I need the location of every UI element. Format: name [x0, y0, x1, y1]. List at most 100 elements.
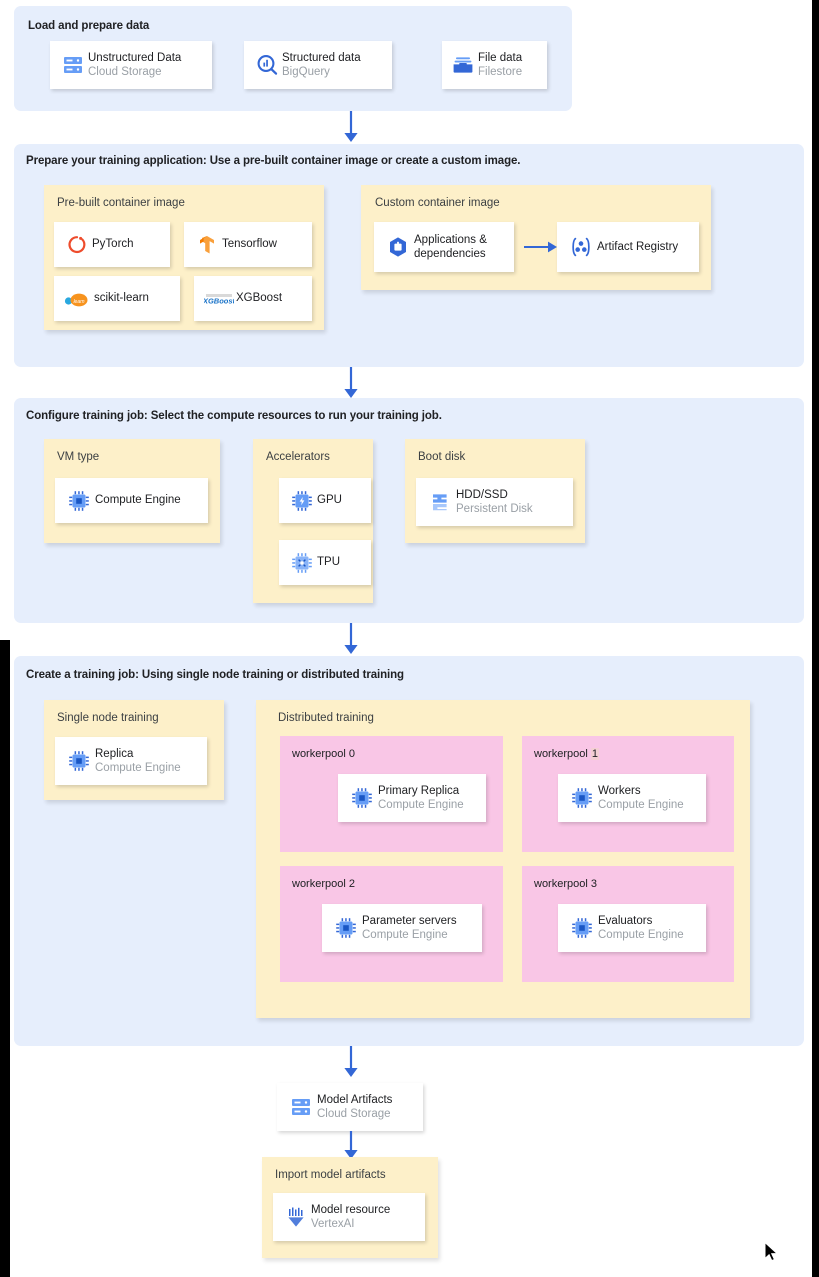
pool-label-prefix: workerpool: [534, 748, 588, 760]
tile-structured-data[interactable]: Structured data BigQuery: [244, 41, 392, 89]
tpu-icon: [287, 551, 317, 575]
cloud-storage-icon: [58, 54, 88, 76]
tile-title: PyTorch: [92, 238, 134, 251]
group-boot-disk: Boot disk HDD/SSD Persistent Disk: [405, 439, 585, 543]
svg-text:XGBoost: XGBoost: [204, 296, 234, 305]
tile-scikit-learn[interactable]: learn scikit-learn: [54, 276, 180, 321]
stage-create-training-job: Create a training job: Using single node…: [14, 656, 804, 1046]
pool-label-prefix: workerpool: [292, 878, 346, 890]
group-label: Boot disk: [418, 451, 466, 463]
group-label: Accelerators: [266, 451, 330, 463]
left-black-band: [0, 640, 10, 1277]
tensorflow-icon: [192, 234, 222, 256]
tile-title: GPU: [317, 494, 342, 507]
tile-tensorflow[interactable]: Tensorflow: [184, 222, 312, 267]
pool-label: workerpool 3: [534, 878, 597, 890]
pool-label-index: 2: [348, 878, 355, 890]
tile-file-data[interactable]: File data Filestore: [442, 41, 547, 89]
pool-label-prefix: workerpool: [534, 878, 588, 890]
tile-parameter-servers[interactable]: Parameter servers Compute Engine: [322, 904, 490, 960]
tile-title: File data: [478, 51, 523, 64]
pool-label-index: 1: [590, 748, 599, 760]
filestore-icon: [448, 54, 478, 76]
xgboost-icon: XGBoost: [202, 290, 236, 308]
group-import-model-artifacts: Import model artifacts Model resource Ve…: [262, 1157, 438, 1258]
tile-subtitle: Filestore: [478, 66, 523, 78]
stage-title: Configure training job: Select the compu…: [26, 410, 442, 422]
group-label: Pre-built container image: [57, 197, 185, 209]
cloud-storage-icon: [285, 1096, 317, 1118]
tile-subtitle: Compute Engine: [598, 929, 684, 941]
tile-subtitle: Compute Engine: [598, 799, 684, 811]
tile-subtitle: Cloud Storage: [317, 1108, 391, 1120]
artifact-registry-icon: [565, 235, 597, 259]
compute-engine-icon: [346, 786, 378, 810]
tile-model-resource[interactable]: Model resource VertexAI: [273, 1193, 425, 1241]
tile-gpu[interactable]: GPU: [279, 478, 371, 523]
tile-workers[interactable]: Workers Compute Engine: [558, 774, 714, 830]
compute-engine-icon: [63, 489, 95, 513]
tile-replica[interactable]: Replica Compute Engine: [55, 737, 207, 785]
mouse-cursor: [764, 1241, 780, 1264]
tile-model-artifacts[interactable]: Model Artifacts Cloud Storage: [277, 1083, 423, 1131]
tile-pytorch[interactable]: PyTorch: [54, 222, 170, 267]
tile-artifact-registry[interactable]: Artifact Registry: [557, 222, 699, 272]
tile-title: Applications & dependencies: [414, 233, 487, 260]
tile-tpu[interactable]: TPU: [279, 540, 371, 585]
persistent-disk-icon: [424, 490, 456, 514]
pool-workerpool-0: workerpool 0: [280, 736, 503, 852]
tile-subtitle: BigQuery: [282, 66, 330, 78]
stage-load-and-prepare-data: Load and prepare data Unstructured Data …: [14, 6, 572, 111]
vertex-ai-icon: [281, 1205, 311, 1229]
compute-engine-icon: [566, 786, 598, 810]
tile-title: HDD/SSD: [456, 488, 508, 501]
arrow-prepare-to-configure: [340, 367, 362, 405]
group-custom-container-image: Custom container image Applications & de…: [361, 185, 711, 290]
tile-title: Structured data: [282, 51, 361, 64]
arrow-artifacts-to-import: [340, 1131, 362, 1166]
tile-title: Compute Engine: [95, 494, 181, 507]
tile-unstructured-data[interactable]: Unstructured Data Cloud Storage: [50, 41, 212, 89]
tile-title: Model Artifacts: [317, 1093, 393, 1106]
pytorch-icon: [62, 233, 92, 257]
pool-label: workerpool 2: [292, 878, 355, 890]
tile-subtitle: Cloud Storage: [88, 66, 162, 78]
arrow-load-to-prepare: [340, 111, 362, 149]
stage-configure-training-job: Configure training job: Select the compu…: [14, 398, 804, 623]
group-single-node-training: Single node training Replica Compute Eng…: [44, 700, 224, 800]
tile-title: Tensorflow: [222, 238, 277, 251]
pool-workerpool-1: workerpool 1: [522, 736, 734, 852]
tile-applications-and-dependencies[interactable]: Applications & dependencies: [374, 222, 514, 272]
pool-workerpool-2: workerpool 2: [280, 866, 503, 982]
compute-engine-icon: [566, 916, 598, 940]
group-distributed-training: Distributed training workerpool 0: [256, 700, 750, 1018]
tile-xgboost[interactable]: XGBoost XGBoost: [194, 276, 312, 321]
tile-title: TPU: [317, 556, 340, 569]
tile-title: Workers: [598, 784, 641, 797]
tile-title: Unstructured Data: [88, 51, 182, 64]
pool-label-index: 3: [590, 878, 597, 890]
tile-title: Model resource: [311, 1203, 391, 1216]
group-label: Import model artifacts: [275, 1169, 386, 1181]
stage-prepare-training-application: Prepare your training application: Use a…: [14, 144, 804, 367]
group-label: Custom container image: [375, 197, 500, 209]
group-pre-built-container-image: Pre-built container image PyTorch Tens: [44, 185, 324, 330]
compute-engine-icon: [330, 916, 362, 940]
tile-subtitle: VertexAI: [311, 1218, 355, 1230]
tile-title: Replica: [95, 747, 134, 760]
pool-label: workerpool 1: [534, 748, 599, 760]
group-label: Single node training: [57, 712, 159, 724]
svg-text:learn: learn: [73, 299, 84, 305]
stage-title: Prepare your training application: Use a…: [26, 155, 521, 167]
tile-title: Primary Replica: [378, 784, 460, 797]
tile-hdd-ssd[interactable]: HDD/SSD Persistent Disk: [416, 478, 573, 526]
bigquery-icon: [252, 53, 282, 77]
tile-subtitle: Compute Engine: [362, 929, 448, 941]
tile-compute-engine[interactable]: Compute Engine: [55, 478, 208, 523]
pool-label-index: 0: [348, 748, 355, 760]
tile-primary-replica[interactable]: Primary Replica Compute Engine: [338, 774, 494, 830]
arrow-configure-to-create: [340, 623, 362, 661]
tile-subtitle: Persistent Disk: [456, 503, 533, 515]
tile-evaluators[interactable]: Evaluators Compute Engine: [558, 904, 714, 960]
tile-title: XGBoost: [236, 292, 283, 305]
